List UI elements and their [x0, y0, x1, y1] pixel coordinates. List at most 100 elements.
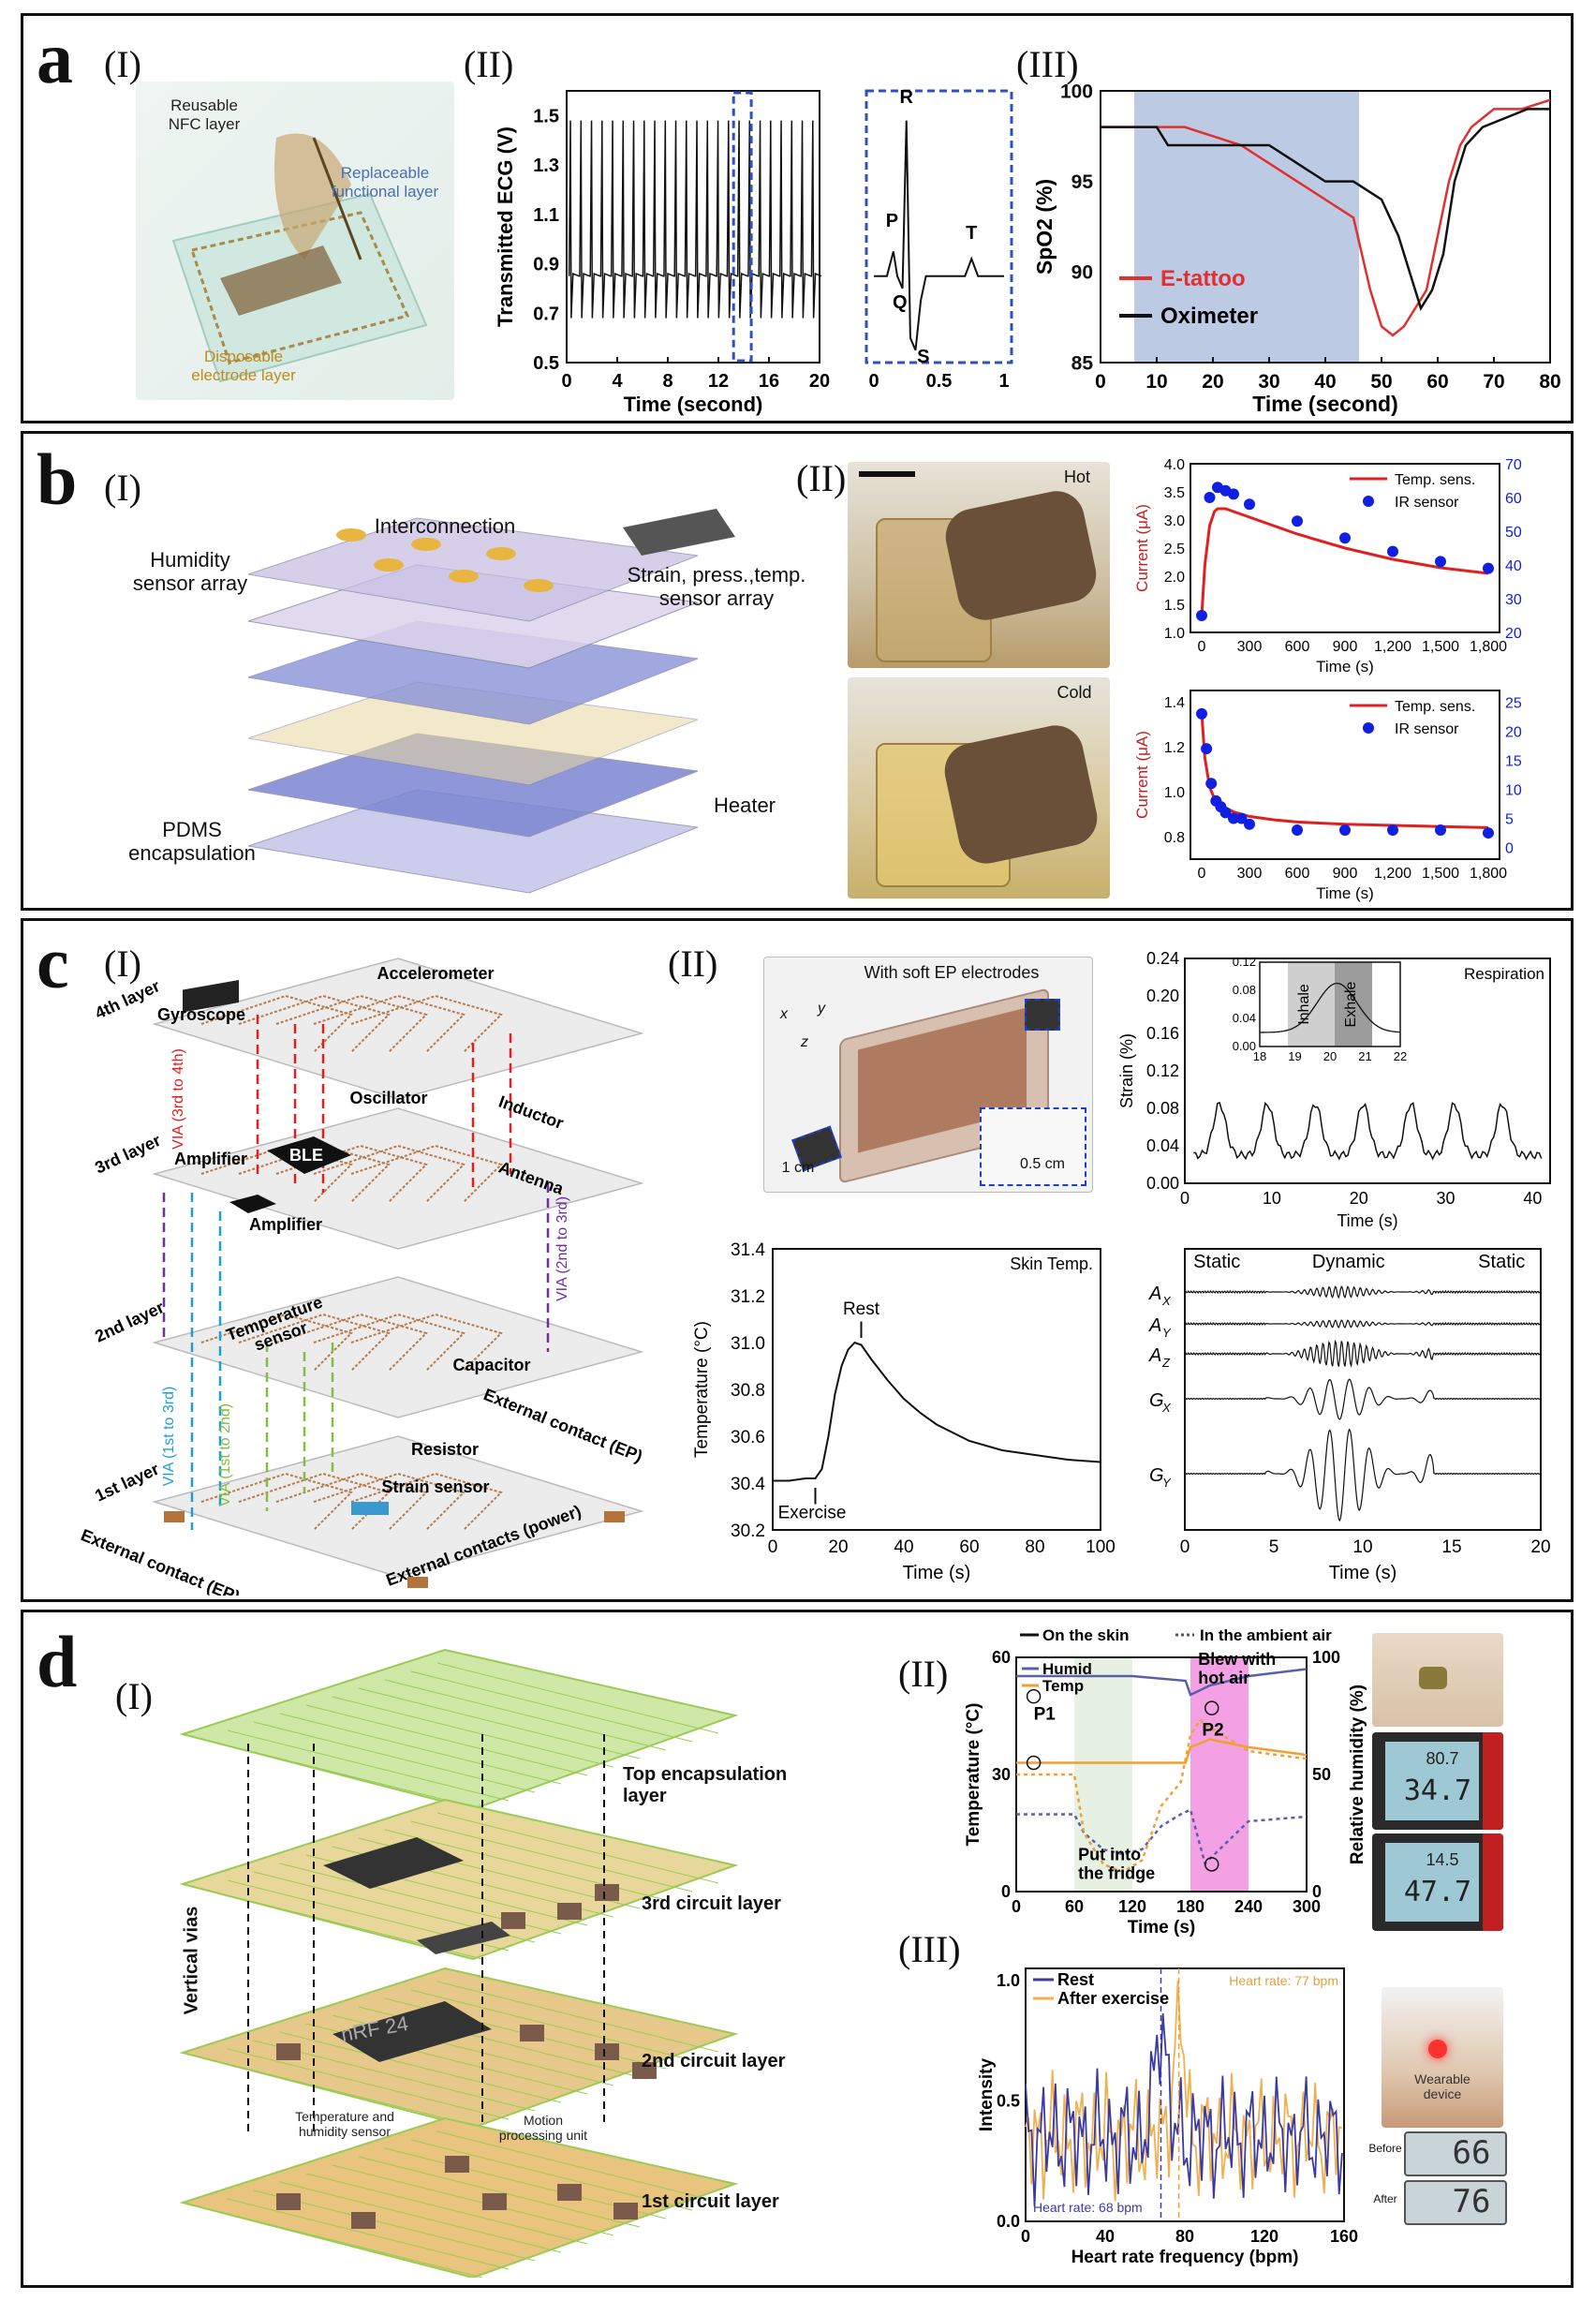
x-tick-label: 10 [1263, 1189, 1281, 1208]
y-tick-label: 31.4 [731, 1240, 765, 1260]
temp-hum-sensor-label: Temperature and humidity sensor [295, 2109, 394, 2140]
component-block [482, 2193, 507, 2210]
after-exercise-trace [1025, 1980, 1343, 2202]
second-layer-label: 2nd circuit layer [642, 2051, 786, 2071]
y-tick-label: 1.0 [1164, 626, 1185, 642]
shaded-region [1074, 1657, 1132, 1892]
y2-tick-label: 15 [1505, 753, 1522, 769]
annotation-p1: P1 [1034, 1705, 1057, 1725]
y-tick-label: 100 [1060, 81, 1093, 102]
y-tick-label: 2.0 [1164, 570, 1185, 586]
ir-sensor-point [1244, 818, 1255, 830]
x-tick-label: 0 [1180, 1537, 1190, 1557]
component-label: Inductor [496, 1092, 566, 1133]
legend-label: Temp. sens. [1395, 699, 1475, 715]
mesh-line [227, 2048, 510, 2120]
trace [350, 994, 503, 1053]
channel-subscript: X [1161, 1294, 1172, 1308]
x-tick-label: 600 [1285, 866, 1310, 882]
trace [275, 1472, 428, 1531]
legend-label: Oximeter [1160, 304, 1258, 329]
y-tick-label: 0.7 [533, 304, 559, 324]
y-tick-label: 0.12 [1146, 1061, 1179, 1080]
ir-sensor-point [1201, 743, 1213, 755]
y-tick-label: 3.5 [1164, 485, 1185, 501]
mesh-line [358, 2156, 641, 2228]
channel-label: A [1148, 1284, 1161, 1304]
legend-label: IR sensor [1395, 495, 1459, 511]
x-tick-label: 80 [1175, 2227, 1194, 2246]
hr-after-value: 76 [1452, 2183, 1491, 2220]
ir-sensor-point [1387, 824, 1398, 836]
plot-frame [1190, 690, 1500, 860]
ir-sensor-point [1292, 824, 1303, 836]
motion-trace-az [1184, 1339, 1541, 1368]
panel-label: d [37, 1621, 78, 1702]
contact-pad [164, 1511, 185, 1522]
plot-frame [1184, 958, 1551, 1184]
component-block [613, 2203, 638, 2219]
inset-x-tick: 18 [1253, 1049, 1266, 1063]
ir-sensor-point [1244, 498, 1255, 511]
meter-1-temp: 34.7 [1403, 1774, 1472, 1807]
point-marker [1026, 1755, 1042, 1771]
trace [275, 1313, 428, 1372]
humidity-sensor-dot [486, 547, 516, 560]
hr-before-display: 66 [1404, 2131, 1507, 2176]
x-tick-label: 40 [1314, 371, 1336, 393]
sub-label: (I) [104, 943, 141, 985]
ir-sensor-point [1435, 556, 1446, 568]
first-layer-label: 1st circuit layer [642, 2191, 779, 2212]
hr-after-display: 76 [1404, 2180, 1507, 2225]
meter-2: 14.5 47.7 [1372, 1833, 1503, 1931]
inset-y-tick: 0.00 [1233, 1039, 1256, 1053]
x-tick-label: 0 [561, 371, 571, 392]
phase-label: Dynamic [1312, 1252, 1385, 1272]
channel-label: A [1148, 1315, 1161, 1336]
y-tick-label: 90 [1071, 262, 1093, 284]
component-block [632, 2062, 657, 2079]
via-label: VIA (1st to 3rd) [161, 1387, 177, 1487]
plot-frame [1190, 463, 1500, 633]
y2-tick-label: 30 [1505, 592, 1522, 608]
ir-sensor-point [1483, 562, 1494, 574]
legend-label: In the ambient air [1200, 1626, 1332, 1644]
circuit-layer [152, 1276, 644, 1418]
y2-tick-label: 20 [1505, 724, 1522, 740]
y2-tick-label: 100 [1312, 1648, 1340, 1667]
mesh-line [410, 1820, 693, 1893]
x-tick-label: 0 [1021, 2227, 1030, 2246]
y-tick-label: 1.1 [533, 205, 559, 226]
x-tick-label: 1,800 [1470, 866, 1507, 882]
legend-swatch [1363, 722, 1374, 734]
contact-label: External contact (EP) [481, 1385, 645, 1465]
y-tick-label: 0.24 [1146, 949, 1179, 968]
contact-label: External contact (EP) [79, 1525, 243, 1596]
selection-box [732, 91, 753, 363]
x-tick-label: 10 [1145, 371, 1167, 393]
component-label: Capacitor [452, 1356, 530, 1374]
y-tick-label: 1.2 [1164, 740, 1185, 756]
y-axis-title: SpO2 (%) [1032, 179, 1057, 275]
component-block [351, 2212, 376, 2229]
wearable-label: Wearable device [1414, 2071, 1470, 2102]
series-temp-solid [1016, 1738, 1308, 1764]
inset-scale-label: 0.5 cm [1019, 1156, 1065, 1172]
via-label: VIA (1st to 2nd) [217, 1403, 233, 1507]
humidity-sensor-dot [411, 538, 441, 551]
x-tick-label: 1,200 [1374, 639, 1411, 655]
y2-tick-label: 25 [1505, 695, 1522, 711]
temperature-trace [773, 1341, 1101, 1482]
y-tick-label: 0.16 [1146, 1024, 1179, 1043]
stack-layer [247, 681, 699, 786]
mesh-line [253, 1721, 536, 1793]
wave-label-R: R [900, 87, 914, 108]
layer-label: 2nd layer [92, 1298, 167, 1346]
y2-tick-label: 50 [1505, 525, 1522, 541]
y2-tick-label: 20 [1505, 626, 1522, 642]
respiration-trace [1193, 1101, 1543, 1161]
y-axis-title: Strain (%) [1117, 1033, 1136, 1108]
